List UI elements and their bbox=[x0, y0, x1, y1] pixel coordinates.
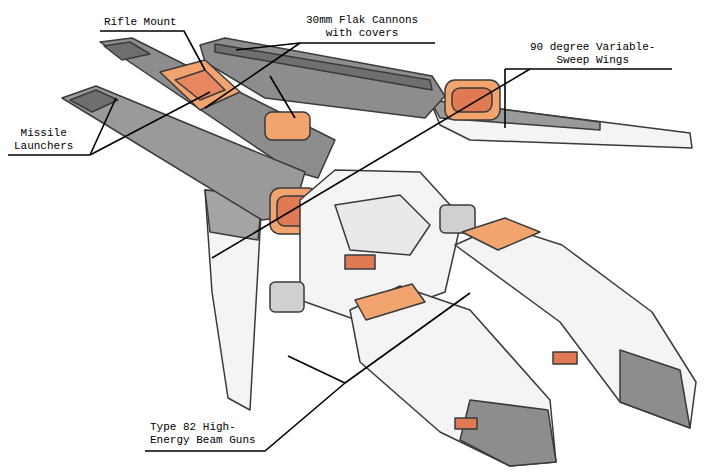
pod-shade bbox=[215, 44, 432, 90]
leader-line bbox=[270, 76, 295, 118]
leader-line bbox=[288, 356, 345, 383]
pod-tip bbox=[104, 42, 150, 60]
callout-label: Missile Launchers bbox=[12, 127, 75, 153]
callout-label: Type 82 High-Energy Beam Guns bbox=[150, 421, 260, 447]
leader-lines bbox=[8, 31, 672, 451]
callout-label: 90 degree Variable-Sweep Wings bbox=[528, 41, 657, 67]
leader-line bbox=[90, 92, 210, 155]
left-wing bbox=[205, 190, 262, 410]
label-text: Type 82 High-Energy Beam Guns bbox=[150, 421, 256, 446]
flak-cannon bbox=[452, 88, 492, 112]
leader-line bbox=[212, 69, 530, 258]
nacelle-band bbox=[462, 218, 540, 250]
nacelle-vent bbox=[455, 418, 477, 429]
vent bbox=[345, 255, 375, 269]
leader-line bbox=[100, 31, 205, 70]
leader-line bbox=[205, 43, 300, 108]
label-text: Rifle Mount bbox=[104, 16, 177, 28]
leader-line bbox=[504, 69, 506, 128]
leader-line bbox=[90, 98, 116, 155]
leader-line bbox=[300, 42, 435, 44]
fighter-drawing bbox=[62, 38, 696, 466]
leader-line bbox=[8, 154, 90, 156]
missile-launcher bbox=[62, 86, 305, 220]
leader-line bbox=[345, 293, 470, 383]
leader-line bbox=[145, 383, 345, 451]
callout-label: 30mm Flak Cannons with covers bbox=[304, 14, 420, 40]
nacelle-tip bbox=[460, 400, 556, 466]
fuselage-panel bbox=[335, 195, 430, 255]
nacelle-vent bbox=[553, 352, 577, 364]
label-text: 30mm Flak Cannons with covers bbox=[306, 14, 418, 39]
nacelle-band bbox=[355, 284, 425, 320]
label-text: 90 degree Variable-Sweep Wings bbox=[530, 41, 655, 66]
rifle-mount bbox=[160, 60, 240, 110]
grille bbox=[270, 282, 304, 312]
label-text: Missile Launchers bbox=[14, 127, 73, 152]
nacelle-tip bbox=[620, 350, 690, 428]
rifle-mount-shade bbox=[175, 70, 225, 100]
flak-cannon-cover bbox=[265, 112, 310, 140]
callout-label: Rifle Mount bbox=[104, 16, 177, 29]
